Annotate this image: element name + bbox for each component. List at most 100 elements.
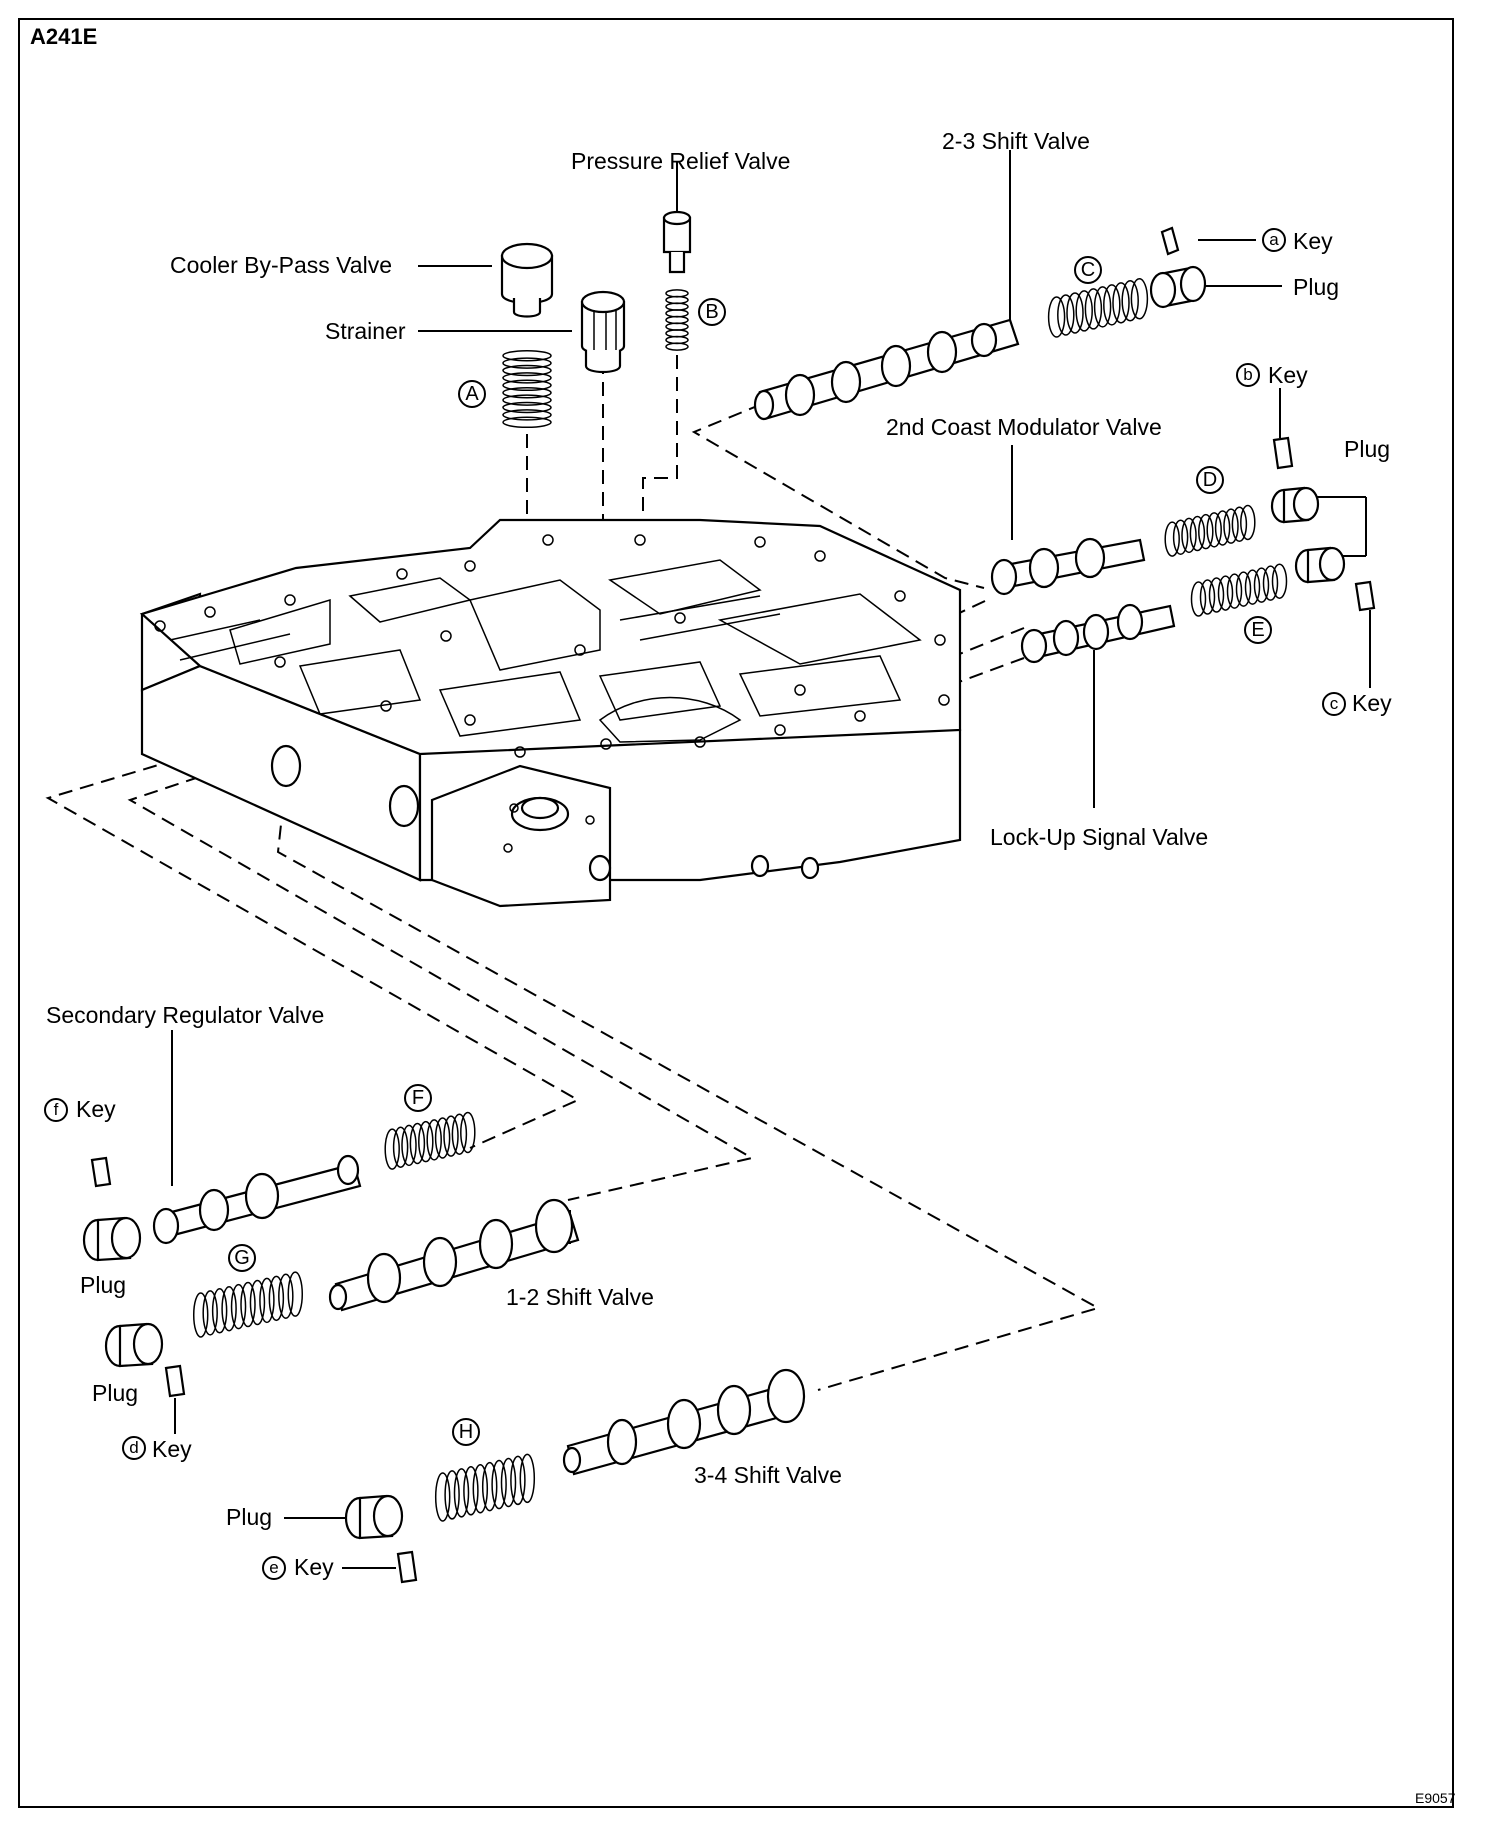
spring-coil bbox=[1253, 567, 1270, 603]
spring-coil bbox=[1103, 284, 1121, 326]
marker-spring-b: B bbox=[698, 298, 726, 326]
leader-lines bbox=[171, 150, 1371, 1569]
spring-coil bbox=[1057, 294, 1075, 336]
spring-coil bbox=[491, 1459, 507, 1510]
label-pressure-relief-valve: Pressure Relief Valve bbox=[571, 148, 791, 174]
key-c bbox=[1354, 580, 1376, 612]
label-key-c: Key bbox=[1352, 690, 1392, 716]
spring-coil bbox=[519, 1453, 536, 1504]
pressure-relief-valve bbox=[662, 210, 692, 274]
label-2-3-shift-valve: 2-3 Shift Valve bbox=[942, 128, 1090, 154]
spring-coil bbox=[211, 1288, 228, 1334]
label-strainer: Strainer bbox=[325, 318, 406, 344]
shift-valve-3-4 bbox=[562, 1368, 806, 1476]
spring-a bbox=[502, 349, 552, 429]
label-2nd-coast-modulator-valve: 2nd Coast Modulator Valve bbox=[886, 414, 1162, 440]
key-f bbox=[90, 1156, 112, 1188]
spring-coil bbox=[665, 342, 689, 351]
label-plug-d: Plug bbox=[92, 1380, 139, 1406]
spring-coil bbox=[1262, 565, 1279, 601]
spring-coil bbox=[1271, 563, 1288, 599]
plug-d bbox=[104, 1322, 164, 1368]
spring-c bbox=[1047, 278, 1149, 338]
key-e bbox=[396, 1550, 418, 1584]
spring-coil bbox=[409, 1122, 426, 1165]
spring-coil bbox=[1199, 579, 1216, 615]
spring-coil bbox=[221, 1285, 237, 1332]
spring-coil bbox=[444, 1470, 460, 1520]
spring-coil bbox=[502, 364, 552, 377]
shift-valve-2-3 bbox=[753, 318, 1020, 421]
marker-key-a: a bbox=[1262, 228, 1286, 252]
spring-coil bbox=[1075, 290, 1093, 332]
plug-c bbox=[1294, 546, 1346, 584]
spring-coil bbox=[460, 1111, 476, 1154]
key-b bbox=[1272, 436, 1294, 470]
second-coast-modulator-valve bbox=[990, 537, 1146, 596]
model-tag: A241E bbox=[30, 24, 98, 49]
spring-g bbox=[192, 1271, 304, 1338]
spring-coil bbox=[434, 1117, 451, 1159]
spring-coil bbox=[502, 379, 552, 392]
plug-b bbox=[1270, 486, 1320, 524]
label-3-4-shift-valve: 3-4 Shift Valve bbox=[694, 1462, 842, 1488]
spring-coil bbox=[1240, 504, 1256, 541]
spring-coil bbox=[502, 401, 552, 414]
label-lock-up-signal-valve: Lock-Up Signal Valve bbox=[990, 824, 1209, 850]
marker-key-f: f bbox=[44, 1098, 68, 1122]
spring-coil bbox=[240, 1281, 256, 1328]
label-1-2-shift-valve: 1-2 Shift Valve bbox=[506, 1284, 654, 1310]
key-d bbox=[164, 1364, 186, 1398]
marker-spring-h: H bbox=[452, 1418, 480, 1446]
spring-coil bbox=[1206, 512, 1222, 548]
label-plug-f: Plug bbox=[80, 1272, 127, 1298]
label-secondary-regulator-valve: Secondary Regulator Valve bbox=[46, 1002, 325, 1028]
marker-key-e: e bbox=[262, 1556, 286, 1580]
strainer bbox=[580, 290, 626, 374]
spring-coil bbox=[384, 1128, 400, 1170]
spring-coil bbox=[1223, 508, 1239, 544]
spring-coil bbox=[502, 409, 552, 421]
label-cooler-bypass-valve: Cooler By-Pass Valve bbox=[170, 252, 392, 278]
spring-coil bbox=[1190, 581, 1207, 617]
spring-coil bbox=[1214, 510, 1231, 546]
diagram-frame bbox=[18, 18, 1454, 1808]
spring-coil bbox=[1244, 569, 1261, 605]
cooler-bypass-valve bbox=[500, 242, 554, 318]
spring-coil bbox=[392, 1126, 409, 1168]
spring-coil bbox=[510, 1455, 526, 1506]
marker-spring-f: F bbox=[404, 1084, 432, 1112]
spring-coil bbox=[418, 1120, 434, 1163]
spring-coil bbox=[472, 1463, 489, 1514]
spring-coil bbox=[268, 1275, 285, 1322]
spring-coil bbox=[502, 357, 552, 369]
marker-spring-g: G bbox=[228, 1244, 256, 1272]
label-key-f: Key bbox=[76, 1096, 116, 1122]
spring-coil bbox=[1226, 573, 1243, 609]
spring-coil bbox=[1121, 280, 1139, 322]
spring-coil bbox=[1112, 282, 1130, 324]
spring-coil bbox=[1198, 513, 1214, 550]
spring-coil bbox=[1181, 517, 1197, 554]
lock-up-signal-valve bbox=[1020, 603, 1176, 664]
figure-number: E9057 bbox=[1415, 1790, 1456, 1806]
marker-spring-e: E bbox=[1244, 616, 1272, 644]
key-a bbox=[1160, 226, 1180, 256]
spring-coil bbox=[1208, 577, 1225, 613]
spring-b bbox=[665, 289, 689, 351]
spring-coil bbox=[401, 1124, 417, 1167]
spring-coil bbox=[1066, 292, 1084, 334]
label-key-e: Key bbox=[294, 1554, 334, 1580]
spring-coil bbox=[500, 1457, 517, 1508]
label-plug-a: Plug bbox=[1293, 274, 1340, 300]
spring-d bbox=[1164, 504, 1256, 557]
marker-spring-d: D bbox=[1196, 466, 1224, 494]
shift-valve-1-2 bbox=[328, 1198, 580, 1312]
spring-coil bbox=[502, 394, 552, 406]
spring-coil bbox=[1047, 296, 1066, 338]
spring-coil bbox=[249, 1279, 266, 1326]
spring-coil bbox=[1217, 575, 1234, 611]
spring-coil bbox=[426, 1119, 442, 1161]
spring-coil bbox=[192, 1292, 209, 1338]
